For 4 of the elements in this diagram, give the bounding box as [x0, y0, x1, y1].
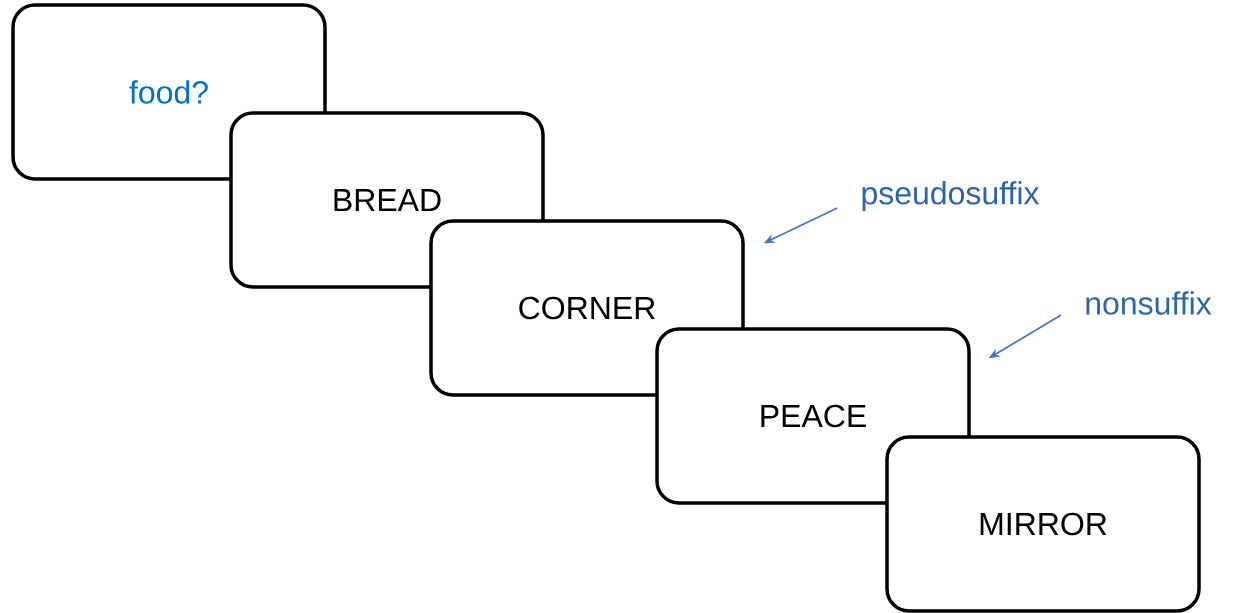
annotation-label: pseudosuffix: [862, 181, 1040, 211]
rounded-box: MIRROR: [885, 435, 1201, 613]
annotation-label: nonsuffix: [1086, 291, 1212, 315]
rounded-box: PEACE: [655, 327, 971, 505]
